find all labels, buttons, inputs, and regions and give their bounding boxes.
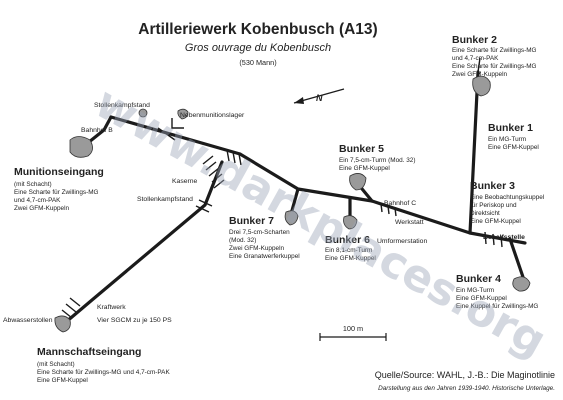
block-line: Ein MG-Turm bbox=[488, 136, 526, 143]
block-name: Bunker 2 bbox=[452, 34, 497, 46]
block-bunker1: Bunker 1 Ein MG-Turm Eine GFM-Kuppel bbox=[488, 122, 539, 151]
block-mannschaftseingang: Mannschaftseingang (mit Schacht) Eine Sc… bbox=[37, 346, 170, 384]
block-line: Eine Beobachtungskuppel bbox=[470, 194, 544, 201]
source-note: Darstellung aus den Jahren 1939-1940. Hi… bbox=[378, 385, 555, 392]
block-name: Bunker 1 bbox=[488, 122, 533, 134]
label-behelfsstelle: Behelfsstelle bbox=[483, 234, 525, 241]
block-bunker2: Bunker 2 Eine Scharte für Zwillings-MG u… bbox=[452, 34, 537, 78]
block-line: Ein 7,5-cm-Turm (Mod. 32) bbox=[339, 157, 415, 164]
block-line: und 4,7-cm-PAK bbox=[14, 197, 61, 204]
plan-subtitle: Gros ouvrage du Kobenbusch bbox=[185, 42, 331, 54]
nebenmunitionslager-block bbox=[177, 108, 189, 120]
label-bahnhof-c: Bahnhof C bbox=[384, 200, 416, 207]
mannschaft-entrance-block bbox=[54, 315, 71, 333]
block-name: Bunker 7 bbox=[229, 215, 274, 227]
tunnel-hatching bbox=[61, 149, 503, 319]
source-citation: Quelle/Source: WAHL, J.-B.: Die Maginotl… bbox=[375, 370, 555, 380]
bunker-2-block bbox=[472, 75, 491, 97]
block-line: (mit Schacht) bbox=[14, 181, 52, 188]
block-line: Ein MG-Turm bbox=[456, 287, 494, 294]
block-line: und 4,7-cm-PAK bbox=[452, 55, 499, 62]
structures bbox=[54, 75, 531, 333]
block-line: Eine GFM-Kuppel bbox=[339, 165, 390, 172]
label-umformerstation: Umformerstation bbox=[377, 238, 427, 245]
block-line: Eine GFM-Kuppel bbox=[325, 255, 376, 262]
block-line: Ein 8,1-cm-Turm bbox=[325, 247, 372, 254]
block-line: (mit Schacht) bbox=[37, 361, 75, 368]
block-line: Eine GFM-Kuppel bbox=[37, 377, 88, 384]
block-line: (Mod. 32) bbox=[229, 237, 256, 244]
block-line: Eine Kuppel für Zwillings-MG bbox=[456, 303, 538, 310]
block-line: Zwei GFM-Kuppeln bbox=[229, 245, 284, 252]
label-kraftwerk: Kraftwerk bbox=[97, 304, 126, 311]
label-werkstatt: Werkstatt bbox=[395, 219, 424, 226]
block-line: Zwei GFM-Kuppeln bbox=[14, 205, 69, 212]
svg-text:N: N bbox=[316, 93, 323, 103]
label-nebenmunitionslager: Nebenmunitionslager bbox=[180, 112, 245, 119]
block-line: Eine GFM-Kuppel bbox=[470, 218, 521, 225]
plan-title: Artilleriewerk Kobenbusch (A13) bbox=[138, 21, 377, 38]
block-name: Bunker 5 bbox=[339, 143, 384, 155]
bunker-7-block bbox=[284, 210, 299, 226]
block-bunker4: Bunker 4 Ein MG-Turm Eine GFM-Kuppel Ein… bbox=[456, 273, 538, 310]
label-kaserne: Kaserne bbox=[172, 178, 198, 185]
munition-entrance-block bbox=[69, 136, 93, 158]
block-line: Eine GFM-Kuppel bbox=[488, 144, 539, 151]
bunker-4-block bbox=[512, 276, 531, 292]
block-bunker6: Bunker 6 Ein 8,1-cm-Turm Eine GFM-Kuppel bbox=[325, 234, 376, 262]
block-line: für Periskop und bbox=[470, 202, 517, 209]
block-bunker3: Bunker 3 Eine Beobachtungskuppel für Per… bbox=[470, 180, 544, 225]
block-name: Bunker 6 bbox=[325, 234, 370, 246]
block-line: Drei 7,5-cm-Scharten bbox=[229, 229, 290, 236]
scale-label: 100 m bbox=[343, 324, 363, 333]
block-line: Eine GFM-Kuppel bbox=[456, 295, 507, 302]
block-name: Mannschaftseingang bbox=[37, 346, 141, 358]
label-kraftwerk-engines: Vier SGCM zu je 150 PS bbox=[97, 317, 172, 324]
block-name: Bunker 4 bbox=[456, 273, 501, 285]
block-line: Eine Granatwerferkuppel bbox=[229, 253, 300, 260]
block-munitionseingang: Munitionseingang (mit Schacht) Eine Scha… bbox=[14, 166, 104, 212]
block-bunker5: Bunker 5 Ein 7,5-cm-Turm (Mod. 32) Eine … bbox=[339, 143, 415, 172]
block-name: Munitionseingang bbox=[14, 166, 104, 178]
tunnel-network bbox=[64, 57, 527, 324]
stollenkampfstand-block bbox=[138, 108, 148, 118]
label-abwasserstollen: Abwasserstollen bbox=[3, 317, 53, 324]
block-line: Eine Scharte für Zwillings-MG und 4,7-cm… bbox=[37, 369, 170, 376]
block-line: Eine Scharte für Zwillings-MG bbox=[14, 189, 99, 196]
crew-size: (530 Mann) bbox=[239, 58, 276, 67]
label-stollenkampfstand-top: Stollenkampfstand bbox=[94, 102, 150, 109]
north-arrow-icon: N bbox=[293, 88, 345, 104]
block-bunker7: Bunker 7 Drei 7,5-cm-Scharten (Mod. 32) … bbox=[229, 215, 300, 260]
block-name: Bunker 3 bbox=[470, 180, 515, 192]
block-line: Direktsicht bbox=[470, 210, 500, 217]
block-line: Zwei GFM-Kuppeln bbox=[452, 71, 507, 78]
label-bahnhof-b: Bahnhof B bbox=[81, 127, 113, 134]
block-line: Eine Scharte für Zwillings-MG bbox=[452, 47, 537, 54]
bunker-6-block bbox=[343, 215, 358, 230]
label-stollenkampfstand-mid: Stollenkampfstand bbox=[137, 196, 193, 203]
bunker-5-block bbox=[349, 173, 367, 191]
block-line: Eine Scharte für Zwillings-MG bbox=[452, 63, 537, 70]
scale-bar: 100 m bbox=[319, 324, 387, 341]
